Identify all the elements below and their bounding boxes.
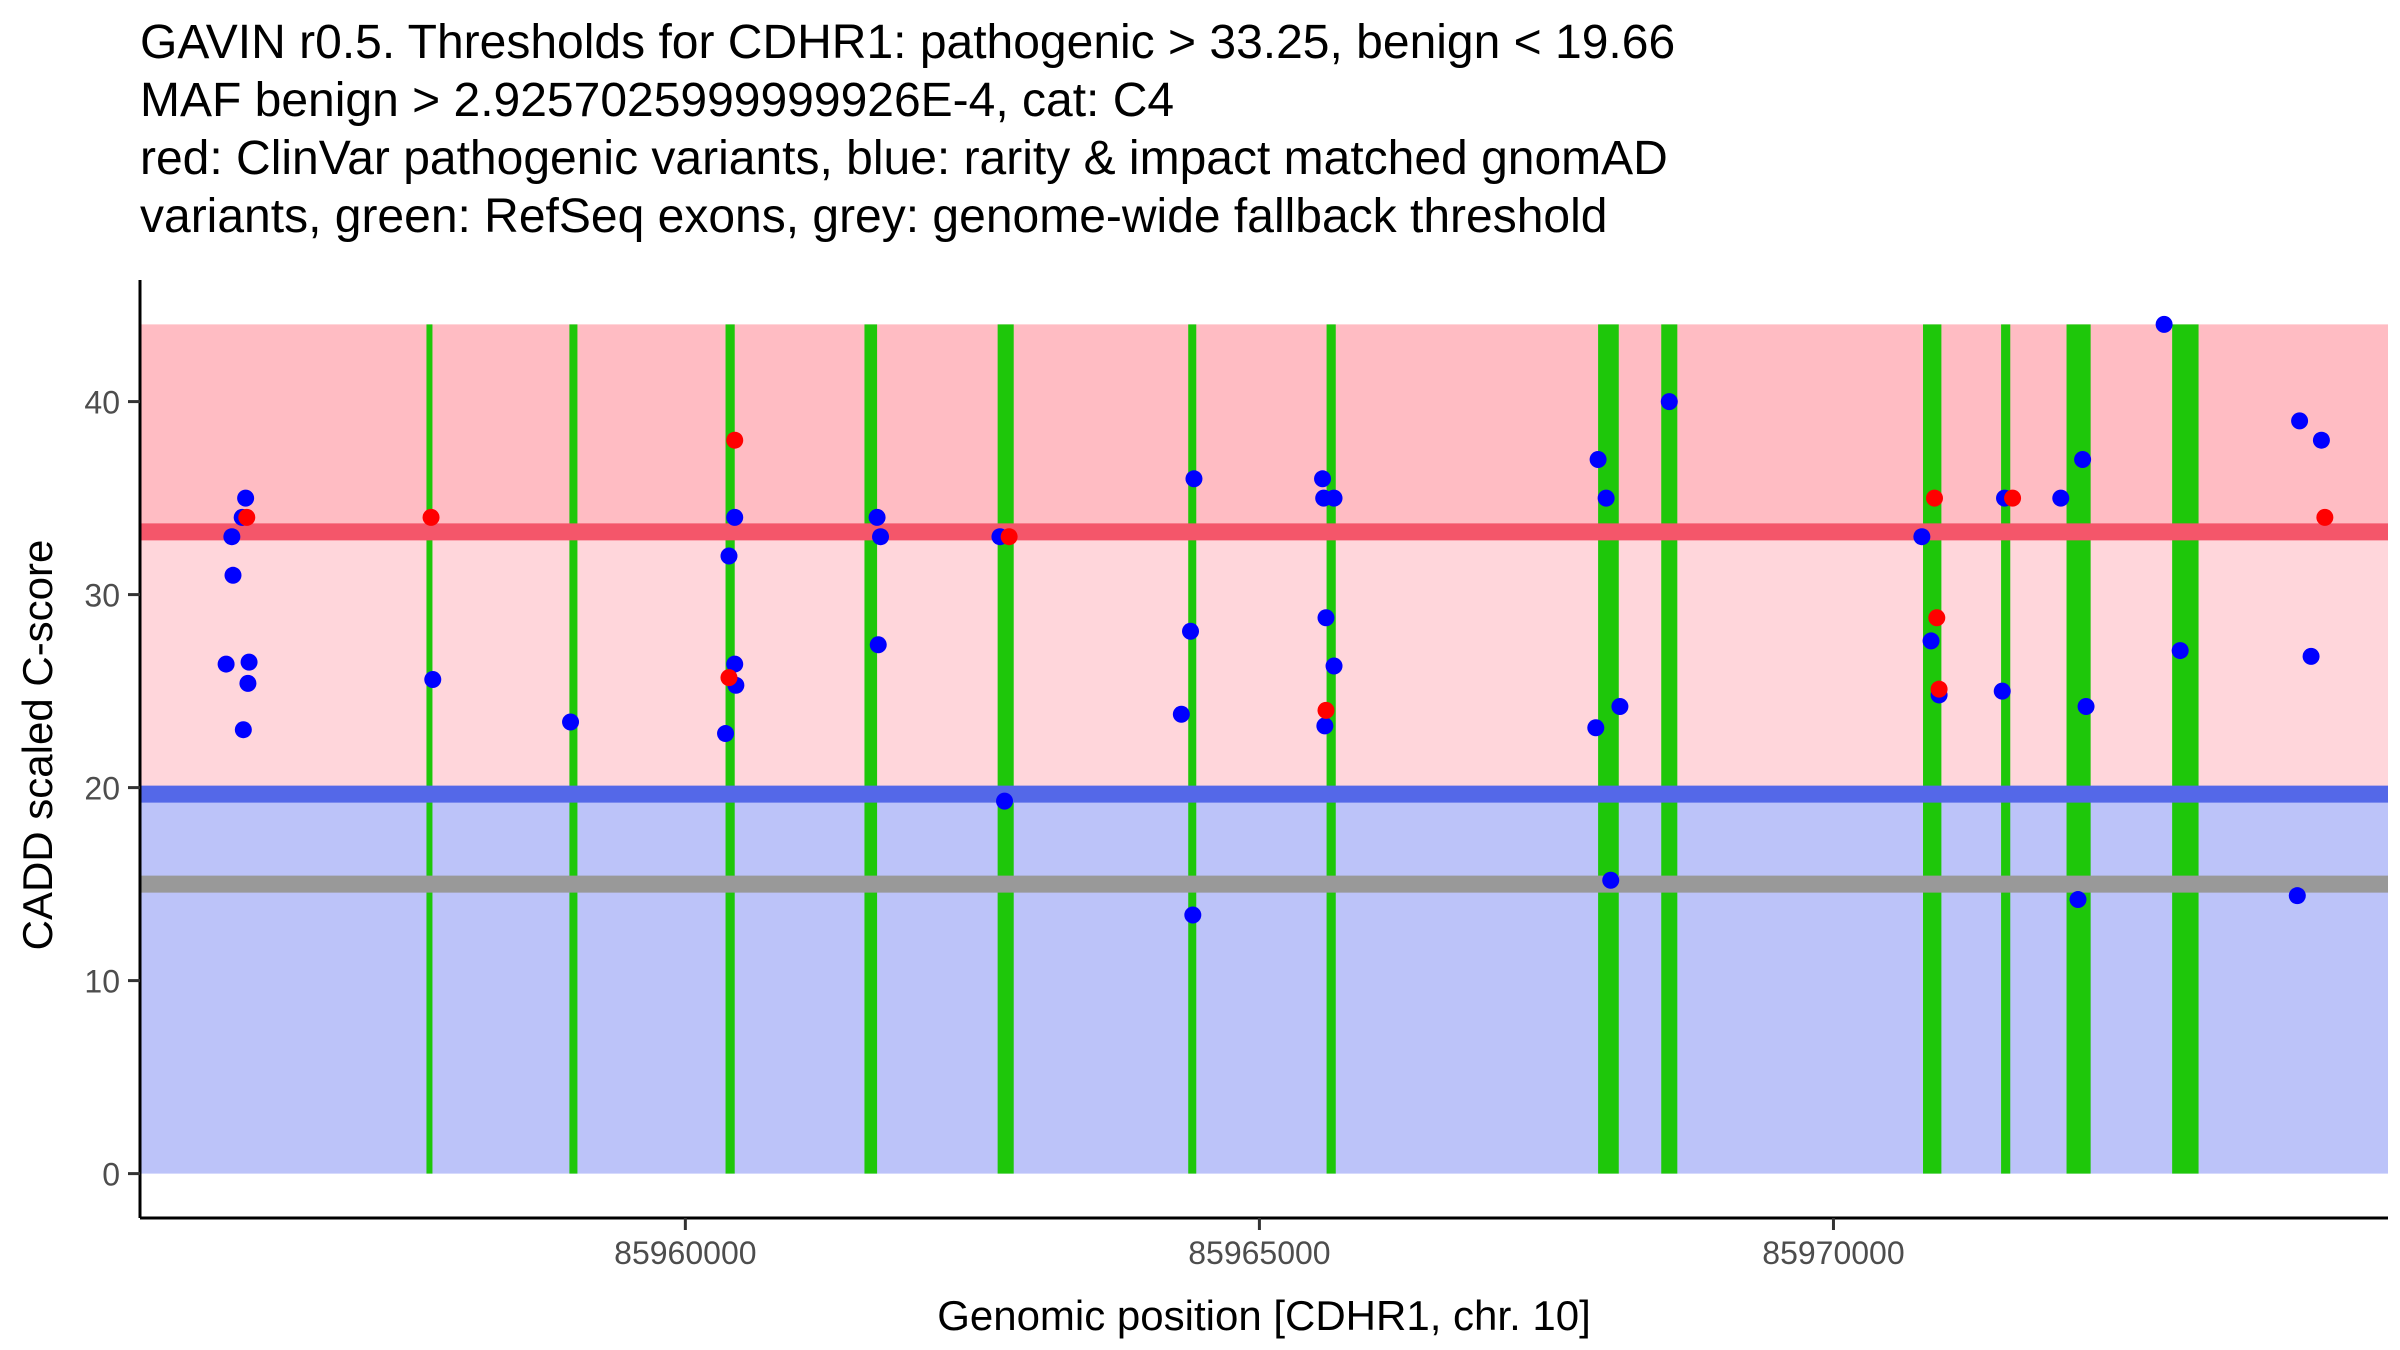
clinvar-point — [1000, 528, 1018, 546]
gnomad-point — [1316, 717, 1334, 735]
y-tick-label: 20 — [84, 771, 120, 807]
exon-bar — [2001, 324, 2011, 1174]
gnomad-point — [726, 508, 744, 526]
title-line-1: GAVIN r0.5. Thresholds for CDHR1: pathog… — [140, 16, 1676, 69]
x-tick-label: 85970000 — [1762, 1235, 1904, 1271]
title-line-3: red: ClinVar pathogenic variants, blue: … — [140, 132, 1668, 185]
gnomad-point — [2288, 887, 2306, 905]
gnomad-point — [726, 655, 744, 673]
exon-bar — [1661, 324, 1678, 1174]
gnomad-point — [2171, 642, 2189, 660]
exon-bar — [569, 324, 578, 1174]
gnomad-point — [2052, 489, 2070, 507]
gnomad-point — [717, 725, 735, 743]
x-tick-label: 85960000 — [614, 1235, 756, 1271]
y-axis-title: CADD scaled C-score — [14, 540, 61, 951]
gnomad-point — [869, 636, 887, 654]
gnomad-point — [1325, 657, 1343, 675]
gnomad-point — [1184, 906, 1202, 924]
gnomad-point — [1660, 393, 1678, 411]
y-tick-label: 10 — [84, 964, 120, 1000]
benign-zone — [140, 794, 2388, 1174]
threshold-layer — [140, 523, 2388, 893]
gnomad-point — [1325, 489, 1343, 507]
gnomad-point — [217, 655, 235, 673]
clinvar-point — [238, 508, 256, 526]
exon-bar — [1326, 324, 1336, 1174]
gnomad-point — [1314, 470, 1332, 488]
intermediate-zone — [140, 531, 2388, 795]
title-line-4: variants, green: RefSeq exons, grey: gen… — [140, 190, 1608, 243]
exon-bar — [725, 324, 735, 1174]
gnomad-point — [234, 721, 252, 739]
gnomad-point — [2302, 647, 2320, 665]
gnomad-point — [1611, 698, 1629, 716]
y-tick-label: 40 — [84, 385, 120, 421]
y-tick-label: 30 — [84, 578, 120, 614]
axes-layer: 0 10 20 30 40 85960000 85965000 85970000 — [84, 280, 2388, 1271]
gnomad-point — [1185, 470, 1203, 488]
gnomad-point — [424, 671, 442, 689]
clinvar-point — [2004, 489, 2022, 507]
gnomad-point — [2077, 698, 2095, 716]
clinvar-point — [1930, 680, 1948, 698]
clinvar-point — [2316, 508, 2334, 526]
gnomad-point — [1993, 682, 2011, 700]
clinvar-point — [720, 669, 738, 687]
gnomad-point — [1597, 489, 1615, 507]
x-axis-title: Genomic position [CDHR1, chr. 10] — [937, 1292, 1591, 1339]
exon-bar — [426, 324, 433, 1174]
exon-bar — [864, 324, 878, 1174]
chart-title: GAVIN r0.5. Thresholds for CDHR1: pathog… — [140, 14, 1675, 246]
exon-bar — [2066, 324, 2091, 1174]
clinvar-point — [422, 508, 440, 526]
gnomad-point — [2074, 450, 2092, 468]
exon-bar — [997, 324, 1014, 1174]
plot-background — [140, 324, 2388, 1174]
gnomad-point — [237, 489, 255, 507]
gnomad-point — [868, 508, 886, 526]
exon-bar — [1188, 324, 1197, 1174]
gnomad-point — [1317, 609, 1335, 627]
exon-bar — [1923, 324, 1942, 1174]
title-line-2: MAF benign > 2.9257025999999926E-4, cat:… — [140, 74, 1175, 127]
gnomad-point — [1602, 871, 1620, 889]
gnomad-point — [240, 653, 258, 671]
clinvar-point — [1928, 609, 1946, 627]
gnomad-point — [720, 547, 738, 565]
gnomad-point — [1172, 705, 1190, 723]
gnomad-point — [2312, 431, 2330, 449]
gnomad-point — [1587, 719, 1605, 737]
x-tick-label: 85965000 — [1188, 1235, 1330, 1271]
gnomad-point — [2155, 315, 2173, 333]
gnomad-point — [239, 674, 257, 692]
pathogenic-zone — [140, 324, 2388, 532]
gnomad-point — [1922, 632, 1940, 650]
gnomad-point — [2291, 412, 2309, 430]
clinvar-point — [726, 431, 744, 449]
gnomad-point — [1182, 622, 1200, 640]
gnomad-point — [224, 566, 242, 584]
points-layer — [217, 315, 2334, 924]
gnomad-point — [223, 528, 241, 546]
gnomad-point — [1913, 528, 1931, 546]
gnomad-point — [872, 528, 890, 546]
gnomad-point — [996, 792, 1014, 810]
clinvar-point — [1317, 701, 1335, 719]
y-tick-label: 0 — [102, 1157, 120, 1193]
gnomad-point — [1589, 450, 1607, 468]
gnomad-point — [2069, 891, 2087, 909]
gnomad-point — [562, 713, 580, 731]
exon-bar — [2172, 324, 2199, 1174]
clinvar-point — [1925, 489, 1943, 507]
